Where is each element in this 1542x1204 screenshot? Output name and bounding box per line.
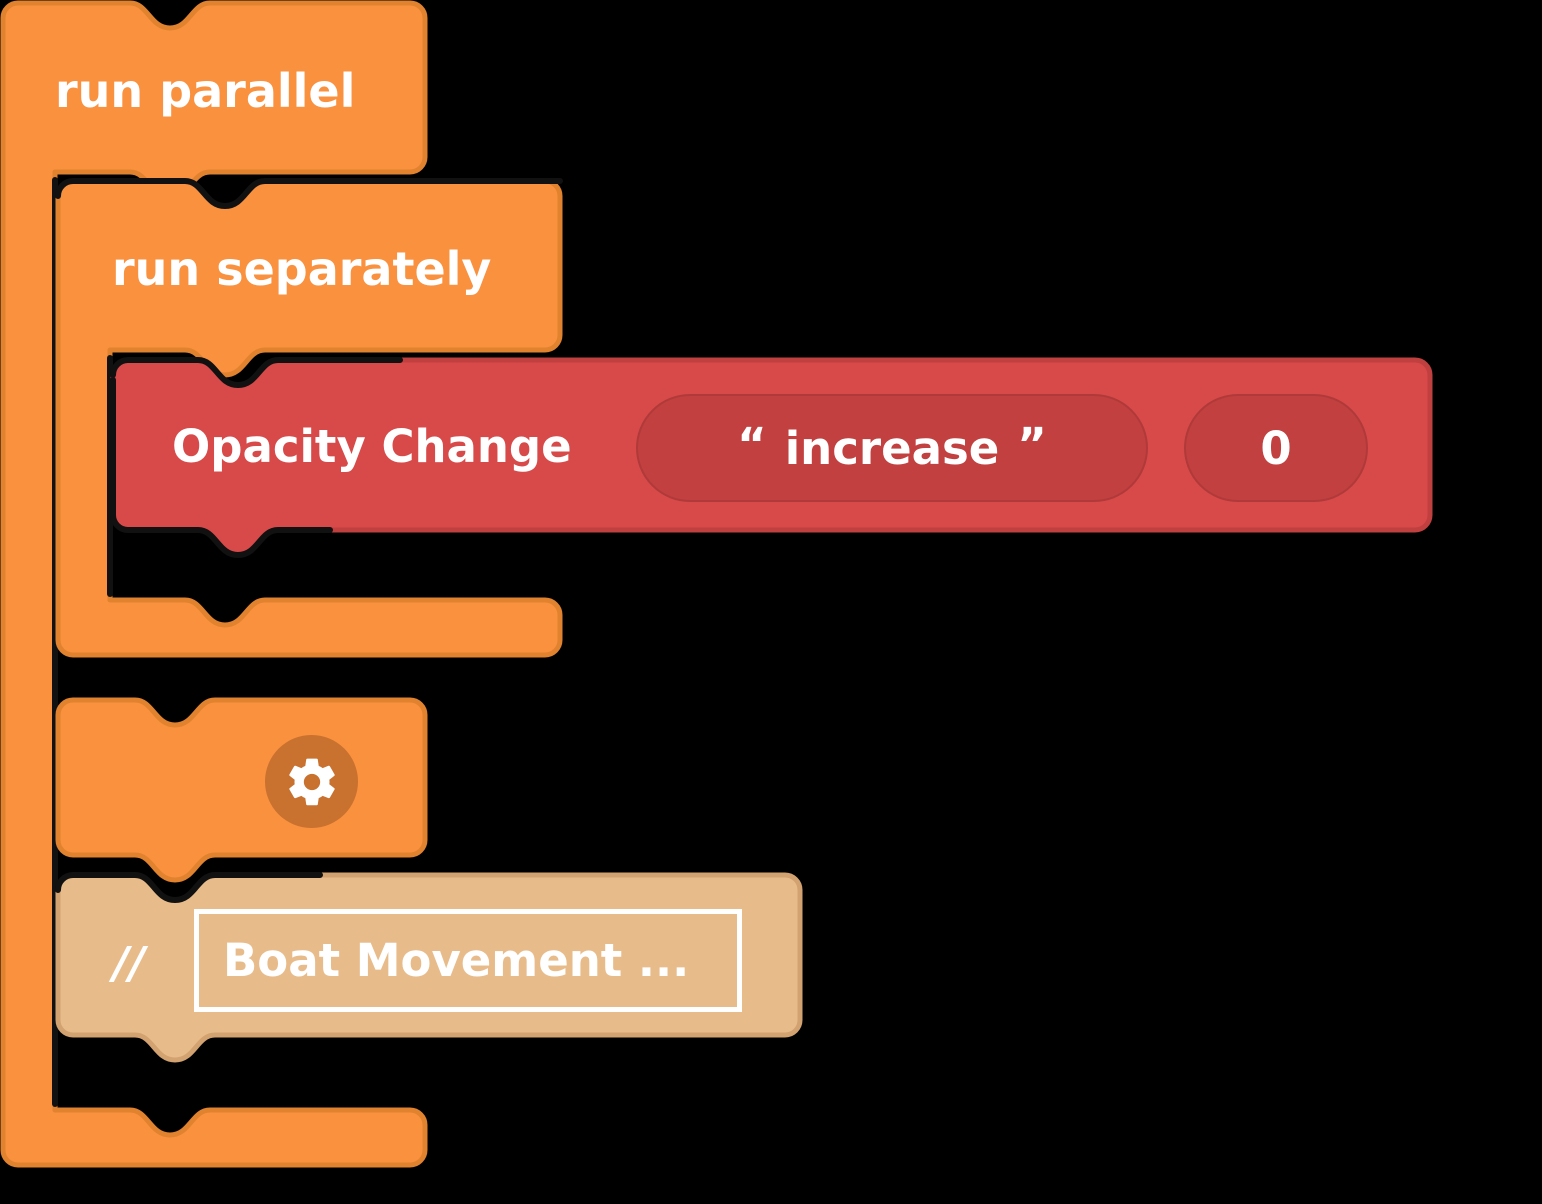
- comment-prefix: //: [113, 938, 146, 989]
- block-settings[interactable]: [55, 697, 428, 883]
- opacity-change-label: Opacity Change: [172, 420, 572, 473]
- gear-icon-button[interactable]: [265, 735, 358, 828]
- opacity-mode-value: increase: [784, 421, 1000, 475]
- comment-text-input[interactable]: Boat Movement ...: [194, 909, 742, 1012]
- comment-text-value: Boat Movement ...: [223, 934, 690, 987]
- run-separately-outline: [55, 178, 563, 209]
- open-quote: “: [737, 417, 767, 471]
- run-separately-label: run separately: [112, 242, 492, 296]
- opacity-mode-input[interactable]: “ increase ”: [636, 394, 1148, 502]
- run-parallel-label: run parallel: [55, 64, 356, 118]
- gear-icon: [288, 758, 335, 805]
- opacity-change-outline: [110, 357, 403, 558]
- opacity-amount-value: 0: [1260, 421, 1292, 475]
- settings-block-shape: [55, 697, 428, 883]
- comment-block-outline: [55, 872, 323, 903]
- close-quote: ”: [1017, 417, 1047, 471]
- opacity-amount-input[interactable]: 0: [1184, 394, 1368, 502]
- block-comment[interactable]: [55, 872, 803, 1063]
